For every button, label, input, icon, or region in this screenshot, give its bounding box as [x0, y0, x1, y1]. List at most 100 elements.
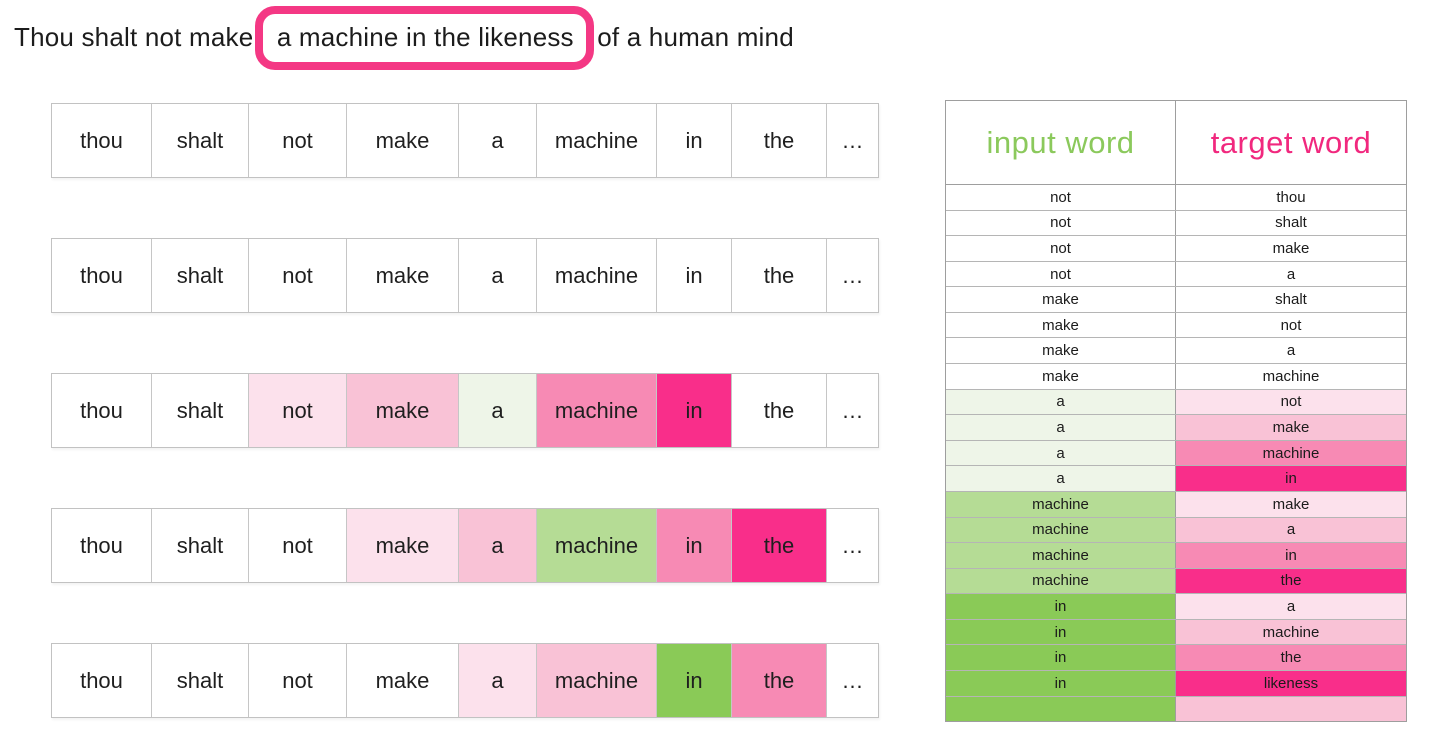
target-word-cell: machine [1176, 440, 1406, 466]
token-cell: thou [52, 644, 151, 717]
token-cell: in [656, 239, 731, 312]
input-word-cell: not [946, 236, 1176, 261]
title-suffix: of a human mind [589, 22, 794, 52]
target-word-cell [1176, 696, 1406, 722]
token-cell: the [731, 644, 826, 717]
title-highlighted-text: a machine in the likeness [276, 22, 574, 52]
target-word-cell: machine [1176, 364, 1406, 389]
token-cell: machine [536, 104, 656, 177]
token-cell: shalt [151, 644, 248, 717]
target-word-cell: thou [1176, 185, 1406, 210]
input-word-cell: machine [946, 517, 1176, 543]
token-cell: a [458, 374, 536, 447]
input-word-cell: a [946, 440, 1176, 466]
target-word-cell: a [1176, 594, 1406, 619]
target-word-cell: a [1176, 338, 1406, 364]
input-word-cell: not [946, 185, 1176, 210]
token-cell: shalt [151, 104, 248, 177]
target-word-cell: machine [1176, 619, 1406, 645]
token-cell: make [346, 509, 458, 582]
input-word-cell: in [946, 645, 1176, 670]
token-cell: make [346, 644, 458, 717]
input-word-cell: make [946, 312, 1176, 338]
token-cell: … [826, 239, 878, 312]
target-word-cell: likeness [1176, 670, 1406, 696]
target-word-cell: in [1176, 466, 1406, 491]
target-word-cell: not [1176, 312, 1406, 338]
token-cell: … [826, 644, 878, 717]
input-word-cell: make [946, 364, 1176, 389]
pairs-table-header: input word target word [946, 101, 1406, 185]
token-cell: not [248, 239, 346, 312]
target-word-cell: shalt [1176, 287, 1406, 312]
input-word-cell: a [946, 466, 1176, 491]
token-cell: thou [52, 239, 151, 312]
token-cell: … [826, 509, 878, 582]
input-word-cell: machine [946, 543, 1176, 568]
input-word-cell: a [946, 415, 1176, 440]
token-cell: a [458, 509, 536, 582]
token-cell: make [346, 104, 458, 177]
target-word-cell: make [1176, 415, 1406, 440]
input-word-cell: a [946, 389, 1176, 415]
token-cell: machine [536, 509, 656, 582]
token-cell: the [731, 104, 826, 177]
target-word-cell: a [1176, 517, 1406, 543]
input-word-cell: make [946, 287, 1176, 312]
input-word-cell: machine [946, 491, 1176, 517]
input-word-cell: make [946, 338, 1176, 364]
token-cell: not [248, 644, 346, 717]
input-word-header: input word [946, 101, 1176, 184]
token-cell: in [656, 509, 731, 582]
token-cell: not [248, 104, 346, 177]
token-cell: thou [52, 509, 151, 582]
token-cell: not [248, 374, 346, 447]
token-cell: make [346, 239, 458, 312]
target-word-cell: in [1176, 543, 1406, 568]
title-prefix: Thou shalt not make [14, 22, 261, 52]
token-cell: thou [52, 104, 151, 177]
token-cell: machine [536, 644, 656, 717]
token-cell: in [656, 374, 731, 447]
token-cell: a [458, 104, 536, 177]
input-word-cell: in [946, 594, 1176, 619]
target-word-cell: make [1176, 491, 1406, 517]
target-word-cell: make [1176, 236, 1406, 261]
token-cell: shalt [151, 374, 248, 447]
token-cell: … [826, 104, 878, 177]
token-cell: in [656, 104, 731, 177]
token-cell: shalt [151, 509, 248, 582]
input-word-cell: in [946, 619, 1176, 645]
input-word-cell: machine [946, 568, 1176, 594]
sentence-title: Thou shalt not make a machine in the lik… [14, 6, 794, 70]
target-word-cell: not [1176, 389, 1406, 415]
token-cell: the [731, 509, 826, 582]
target-word-header: target word [1210, 124, 1372, 160]
token-cell: thou [52, 374, 151, 447]
token-cell: machine [536, 374, 656, 447]
target-word-cell: the [1176, 568, 1406, 594]
input-word-cell: not [946, 261, 1176, 287]
sliding-window-highlight-box: a machine in the likeness [254, 6, 594, 70]
target-word-cell: shalt [1176, 210, 1406, 236]
token-cell: … [826, 374, 878, 447]
